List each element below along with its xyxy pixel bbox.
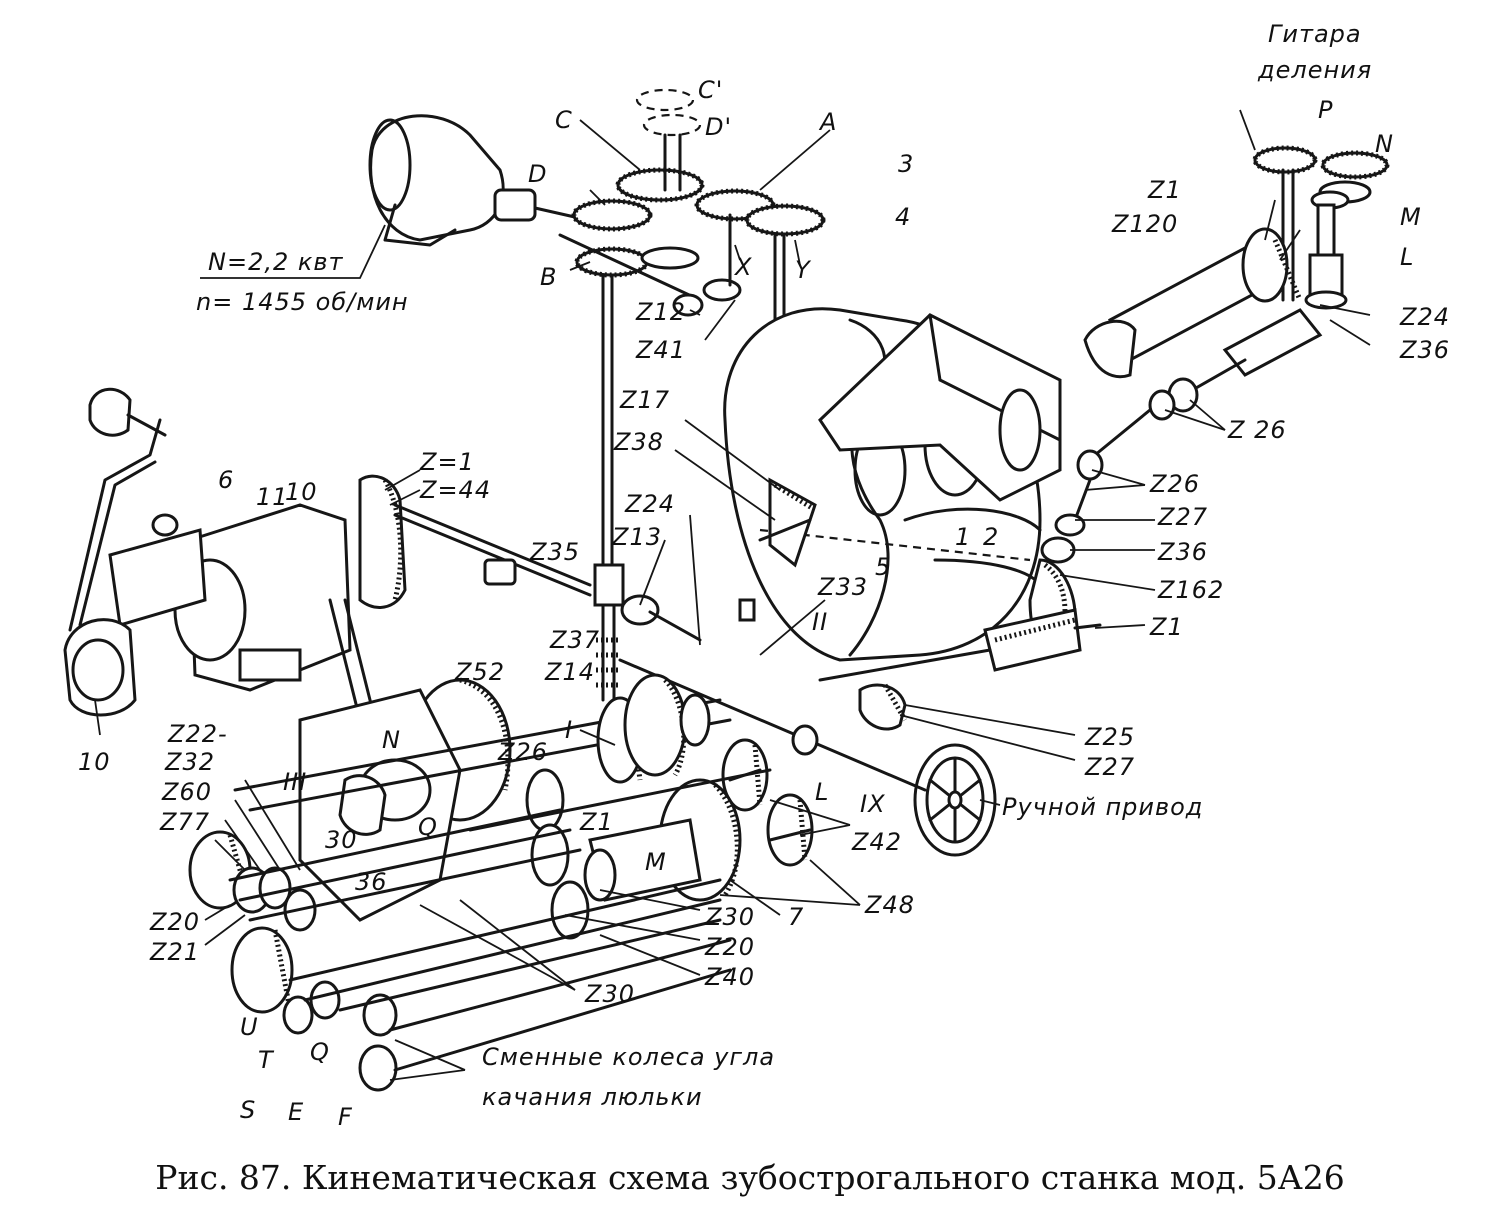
label-z20-mid: Z20 <box>705 933 755 961</box>
label-z30-a: Z30 <box>705 903 755 931</box>
label-z36-right: Z36 <box>1158 538 1208 566</box>
label-z33: Z33 <box>818 573 868 601</box>
leader-lines <box>94 109 1371 1081</box>
label-c: C <box>555 106 573 134</box>
label-z25: Z25 <box>1085 723 1135 751</box>
label-z60: Z60 <box>162 778 212 806</box>
label-l-top: L <box>1400 243 1415 271</box>
label-30: 30 <box>325 826 358 854</box>
label-d: D <box>528 160 548 188</box>
label-z26-mid: Z26 <box>498 738 548 766</box>
label-z77: Z77 <box>160 808 210 836</box>
label-z41: Z41 <box>636 336 686 364</box>
label-10-bottom: 10 <box>78 748 111 776</box>
label-a: A <box>820 108 838 136</box>
label-z40: Z40 <box>705 963 755 991</box>
label-z24-mid: Z24 <box>625 490 675 518</box>
label-m-top: M <box>1400 203 1422 231</box>
label-z32: Z32 <box>165 748 215 776</box>
label-q-left: Q <box>418 813 438 841</box>
label-z13: Z13 <box>612 523 662 551</box>
label-u: U <box>240 1013 259 1041</box>
label-i: I <box>565 716 574 744</box>
label-ii: II <box>812 608 829 636</box>
label-y: Y <box>795 256 811 284</box>
label-7: 7 <box>788 903 805 931</box>
label-z26-b: Z26 <box>1150 470 1200 498</box>
label-iii: III <box>283 768 308 796</box>
label-z14: Z14 <box>545 658 595 686</box>
label-z17: Z17 <box>620 386 670 414</box>
label-z-eq-1: Z=1 <box>420 448 475 476</box>
label-z12: Z12 <box>636 298 686 326</box>
label-s: S <box>240 1096 257 1124</box>
label-z24-right: Z24 <box>1400 303 1450 331</box>
label-36: 36 <box>355 868 388 896</box>
label-z35: Z35 <box>530 538 580 566</box>
label-ix: IX <box>860 790 886 818</box>
label-b: B <box>540 263 558 291</box>
label-z21-left: Z21 <box>150 938 200 966</box>
label-m-mid: M <box>645 848 667 876</box>
feed-box <box>63 387 592 722</box>
bevel-gears-shaft-I <box>596 594 756 784</box>
top-gear-train <box>558 88 826 317</box>
label-6: 6 <box>218 466 235 494</box>
motor-speed: n= 1455 об/мин <box>196 288 409 316</box>
label-f: F <box>338 1103 353 1131</box>
bevel-gear-z38 <box>758 477 817 568</box>
label-2: 2 <box>983 523 1000 551</box>
label-4: 4 <box>895 203 912 231</box>
worm-pair-z162 <box>818 558 1102 682</box>
label-z1-top: Z1 <box>1148 176 1182 204</box>
label-z20-left: Z20 <box>150 908 200 936</box>
label-q-bottom: Q <box>310 1038 330 1066</box>
label-11: 11 <box>256 483 289 511</box>
label-z1-right: Z1 <box>1150 613 1184 641</box>
label-z30-b: Z30 <box>585 980 635 1008</box>
label-z120: Z120 <box>1112 210 1179 238</box>
tool-slide <box>818 313 1062 502</box>
label-e: E <box>288 1098 305 1126</box>
label-z36-right-top: Z36 <box>1400 336 1450 364</box>
change-wheels-line2: качания люльки <box>482 1083 703 1111</box>
label-1: 1 <box>955 523 972 551</box>
label-z1-mid: Z1 <box>580 808 614 836</box>
label-x: X <box>735 253 753 281</box>
label-z27-right: Z27 <box>1158 503 1208 531</box>
lower-gear-block <box>468 724 819 940</box>
division-guitar <box>1040 145 1390 564</box>
label-l-mid: L <box>815 778 830 806</box>
label-z48: Z48 <box>865 891 915 919</box>
label-5: 5 <box>875 553 892 581</box>
label-z42: Z42 <box>852 828 902 856</box>
hand-drive-label: Ручной привод <box>1002 793 1204 821</box>
label-z37: Z37 <box>550 626 600 654</box>
label-10-top: 10 <box>285 478 318 506</box>
label-t: T <box>258 1046 274 1074</box>
label-n-left: N <box>382 726 401 754</box>
label-z162: Z162 <box>1158 576 1225 604</box>
label-d-prime: D' <box>705 113 733 141</box>
electric-motor <box>368 114 612 247</box>
label-z26-a: Z 26 <box>1228 416 1287 444</box>
label-z27-bottom: Z27 <box>1085 753 1135 781</box>
motor-power: N=2,2 квт <box>208 248 344 276</box>
change-wheels-line1: Сменные колеса угла <box>482 1043 776 1071</box>
figure-caption: Рис. 87. Кинематическая схема зубострога… <box>155 1158 1345 1197</box>
label-c-prime: C' <box>698 76 724 104</box>
label-z-eq-44: Z=44 <box>420 476 492 504</box>
label-z52: Z52 <box>455 658 505 686</box>
guitar-title-line2: деления <box>1258 56 1373 84</box>
label-z22: Z22- <box>168 720 228 748</box>
guitar-title-line1: Гитара <box>1268 20 1362 48</box>
label-3: 3 <box>898 150 915 178</box>
label-p: P <box>1318 96 1334 124</box>
change-wheels <box>188 808 732 1092</box>
label-z38: Z38 <box>614 428 664 456</box>
label-n-top: N <box>1375 130 1394 158</box>
